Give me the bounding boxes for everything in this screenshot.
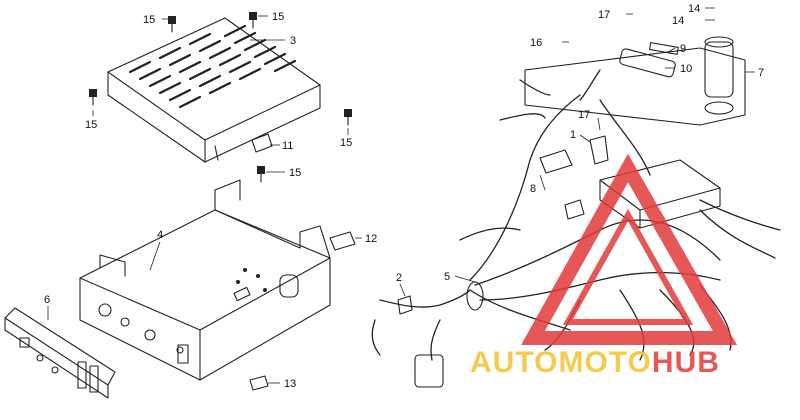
callout-9: 9 [680,43,686,55]
callout-3: 3 [290,35,296,47]
callout-7: 7 [758,67,764,79]
callout-15: 15 [85,119,97,131]
callout-8: 8 [530,183,536,195]
screw-icons [89,12,352,183]
bracket-assembly [524,36,746,126]
callout-13: 13 [284,378,296,390]
front-panel [4,307,116,399]
callout-15: 15 [289,167,301,179]
plug-connector [414,354,444,388]
callout-14: 14 [688,3,700,15]
callout-14: 14 [672,15,684,27]
callout-labels: 15 15 3 15 15 11 15 4 12 6 13 2 5 16 17 … [44,3,764,390]
callout-12: 12 [365,233,377,245]
leader-lines [47,7,755,384]
callout-15: 15 [340,137,352,149]
callout-4: 4 [157,229,163,241]
wire-harness [371,69,781,361]
callout-15: 15 [272,11,284,23]
callout-10: 10 [680,63,692,75]
callout-17: 17 [598,9,610,21]
callout-6: 6 [44,294,50,306]
watermark-text: AUTOMOTOHUB [470,346,720,379]
callout-17: 17 [578,109,590,121]
callout-5: 5 [444,271,450,283]
watermark-logo: AUTOMOTOHUB [470,153,738,379]
callout-2: 2 [396,272,402,284]
pad-13 [249,375,269,391]
top-cover [107,17,321,163]
pad-11 [251,133,273,153]
clamp-2 [397,295,413,315]
connector-8 [539,149,585,220]
pad-12 [329,231,356,251]
callout-15: 15 [143,14,155,26]
chassis-frame [79,179,331,381]
callout-1: 1 [570,129,576,141]
callout-16: 16 [530,37,542,49]
clip-1 [589,135,609,165]
callout-11: 11 [282,140,293,152]
